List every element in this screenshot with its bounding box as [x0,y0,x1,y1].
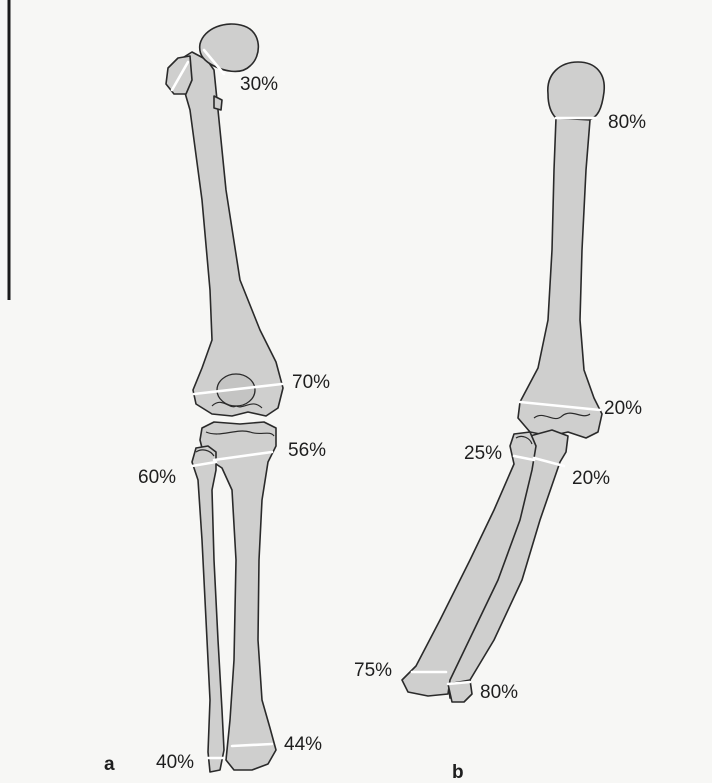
panel-label-a: a [104,754,115,775]
label-radius-distal: 75% [354,660,392,681]
label-ulna-distal: 80% [480,682,518,703]
lesser-trochanter [214,96,222,110]
label-fibula-proximal: 60% [138,467,176,488]
label-femur-distal: 70% [292,372,330,393]
label-radius-proximal: 25% [464,443,502,464]
humerus [518,118,602,438]
femur [176,52,283,416]
humeral-head [548,62,604,120]
fibula [192,446,224,772]
label-ulna-proximal: 20% [572,468,610,489]
ulna [448,430,568,698]
label-tibia-distal: 44% [284,734,322,755]
panel-label-b: b [452,762,464,783]
label-humerus-proximal: 80% [608,112,646,133]
label-femur-proximal: 30% [240,74,278,95]
arm-skeleton [402,62,604,702]
leg-skeleton [166,24,283,772]
label-tibia-proximal: 56% [288,440,326,461]
label-fibula-distal: 40% [156,752,194,773]
label-humerus-distal: 20% [604,398,642,419]
